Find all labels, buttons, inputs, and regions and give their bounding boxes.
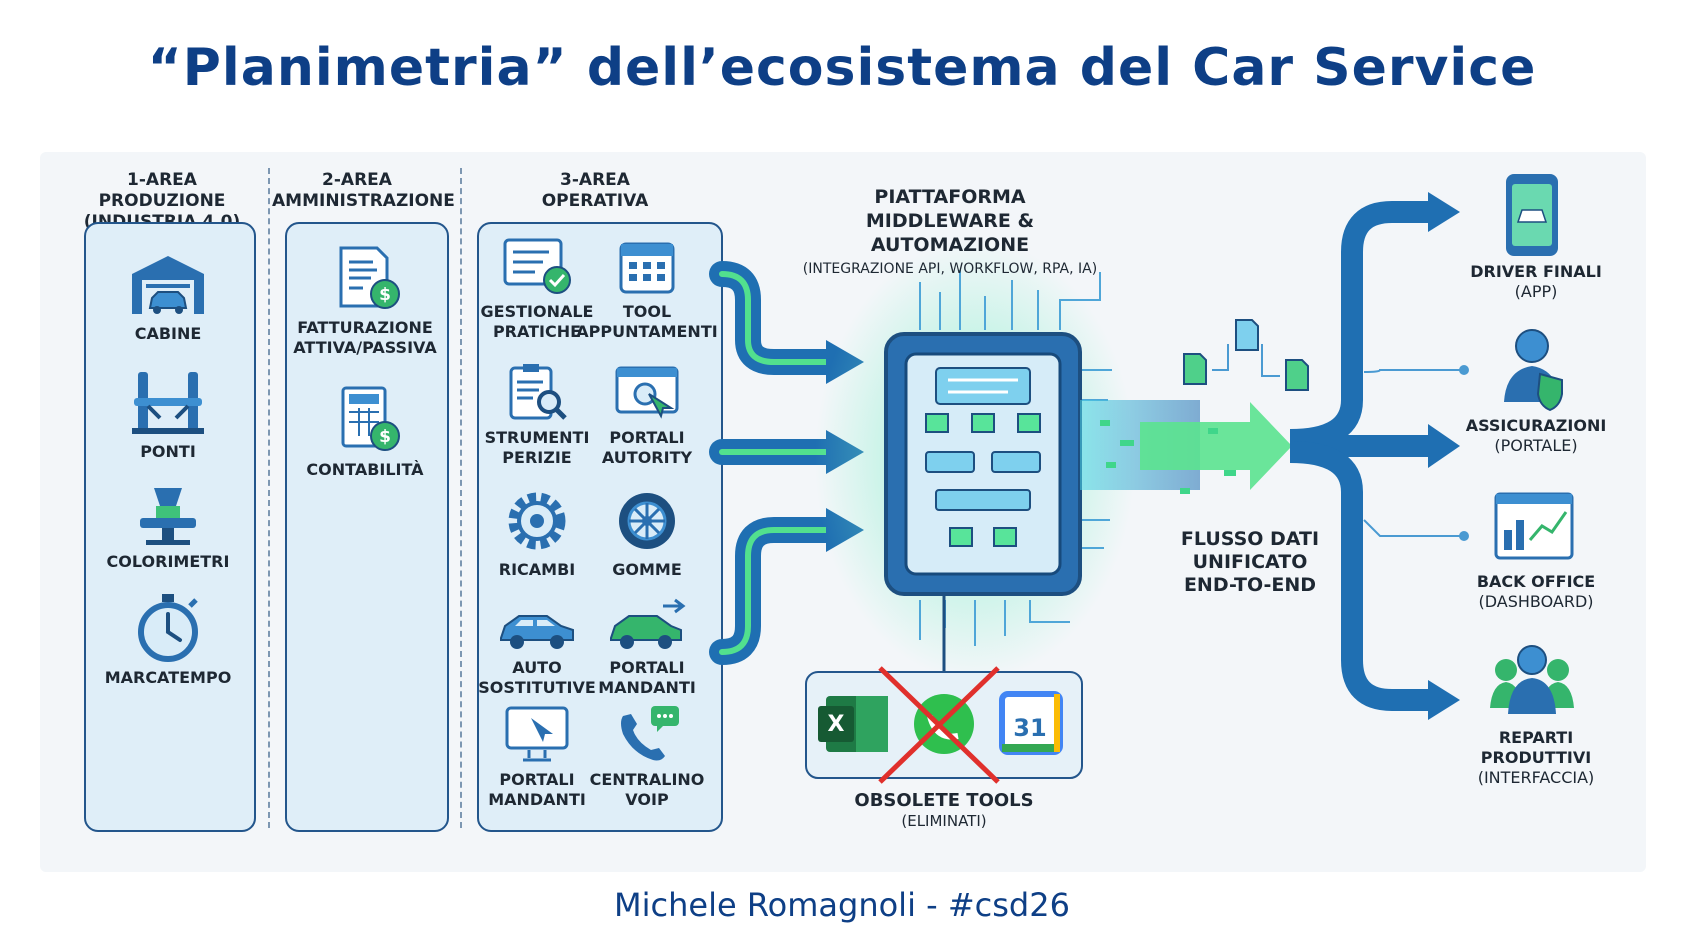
author-footer: Michele Romagnoli - #csd26 <box>614 886 1070 924</box>
page-title: “Planimetria” dell’ecosistema del Car Se… <box>147 38 1537 98</box>
google-calendar-icon: 31 <box>999 691 1063 755</box>
area2-title: 2-AREA <box>322 170 392 190</box>
cross-icon <box>878 666 1000 784</box>
contabilita-item: $ CONTABILITÀ <box>290 384 440 480</box>
monitor-cursor-icon <box>505 706 569 762</box>
document-icon <box>1183 319 1309 391</box>
driver-finali-label: DRIVER FINALI (APP) <box>1470 262 1602 301</box>
area3-subtitle: OPERATIVA <box>541 191 649 211</box>
cabine-item: CABINE <box>93 250 243 344</box>
excel-icon: X <box>818 696 888 752</box>
insurance-agent-icon <box>1504 329 1563 412</box>
output-pipes <box>1289 201 1430 711</box>
invoice-icon: $ <box>339 246 400 309</box>
obsolete-label: OBSOLETE TOOLS (ELIMINATI) <box>854 790 1034 830</box>
clipboard-search-icon <box>509 364 567 420</box>
monitor-check-icon <box>503 238 571 294</box>
area3-title: 3-AREA <box>560 170 630 190</box>
arrow-head <box>1428 424 1460 468</box>
portali-mandanti-2-item: PORTALI MANDANTI <box>462 704 612 810</box>
divider <box>460 168 462 828</box>
portali-mandanti-item: PORTALI MANDANTI <box>572 598 722 698</box>
reparti-produttivi-label: REPARTI PRODUTTIVI (INTERFACCIA) <box>1477 728 1595 787</box>
marcatempo-item: MARCATEMPO <box>93 592 243 688</box>
ponti-item: PONTI <box>93 368 243 462</box>
tire-icon <box>619 493 675 549</box>
stream-arrow <box>1140 402 1292 490</box>
portali-autority-item: PORTALI AUTORITY <box>572 362 722 468</box>
auto-sostitutive-item: AUTO SOSTITUTIVE <box>462 604 612 698</box>
colorimeter-icon <box>140 488 196 545</box>
back-office-label: BACK OFFICE (DASHBOARD) <box>1476 572 1596 611</box>
divider <box>268 168 270 828</box>
svg-text:$: $ <box>379 427 391 447</box>
car-arrow-icon <box>610 598 686 649</box>
phone-app-icon <box>1506 174 1558 256</box>
gestionale-pratiche-item: GESTIONALE PRATICHE <box>462 236 612 342</box>
team-icon <box>1490 645 1574 714</box>
fatturazione-item: $ FATTURAZIONE ATTIVA/PASSIVA <box>290 244 440 358</box>
svg-text:31: 31 <box>1013 714 1046 742</box>
svg-text:$: $ <box>379 285 391 305</box>
dashboard-icon <box>1494 492 1574 560</box>
area2-box <box>285 222 449 832</box>
tool-appuntamenti-item: TOOL APPUNTAMENTI <box>572 236 722 342</box>
garage-icon <box>132 256 204 314</box>
arrow-head <box>1428 680 1460 720</box>
car-icon <box>500 615 574 649</box>
input-pipes <box>709 261 841 665</box>
area1-title: 1-AREA PRODUZIONE <box>98 170 226 211</box>
ricambi-item: RICAMBI <box>462 488 612 580</box>
colorimetri-item: COLORIMETRI <box>93 484 243 572</box>
svg-text:X: X <box>828 712 845 737</box>
accounting-icon: $ <box>341 386 400 451</box>
area2-header: 2-AREA AMMINISTRAZIONE <box>272 170 455 212</box>
flow-label: FLUSSO DATI UNIFICATO END-TO-END <box>1180 528 1320 596</box>
gear-icon <box>508 492 566 550</box>
phone-chat-icon <box>621 706 679 761</box>
strumenti-perizie-item: STRUMENTI PERIZIE <box>462 362 612 468</box>
area3-header: 3-AREA OPERATIVA <box>505 170 685 212</box>
car-lift-icon <box>132 372 204 434</box>
assicurazioni-label: ASSICURAZIONI (PORTALE) <box>1465 416 1607 455</box>
arrow-head <box>1428 192 1460 232</box>
centralino-voip-item: CENTRALINO VOIP <box>572 704 722 810</box>
calendar-icon <box>619 242 675 294</box>
stopwatch-icon <box>138 594 198 662</box>
browser-cursor-icon <box>615 366 679 419</box>
area2-subtitle: AMMINISTRAZIONE <box>272 191 455 211</box>
gomme-item: GOMME <box>572 488 722 580</box>
platform-label: PIATTAFORMA MIDDLEWARE & AUTOMAZIONE (IN… <box>802 186 1098 277</box>
